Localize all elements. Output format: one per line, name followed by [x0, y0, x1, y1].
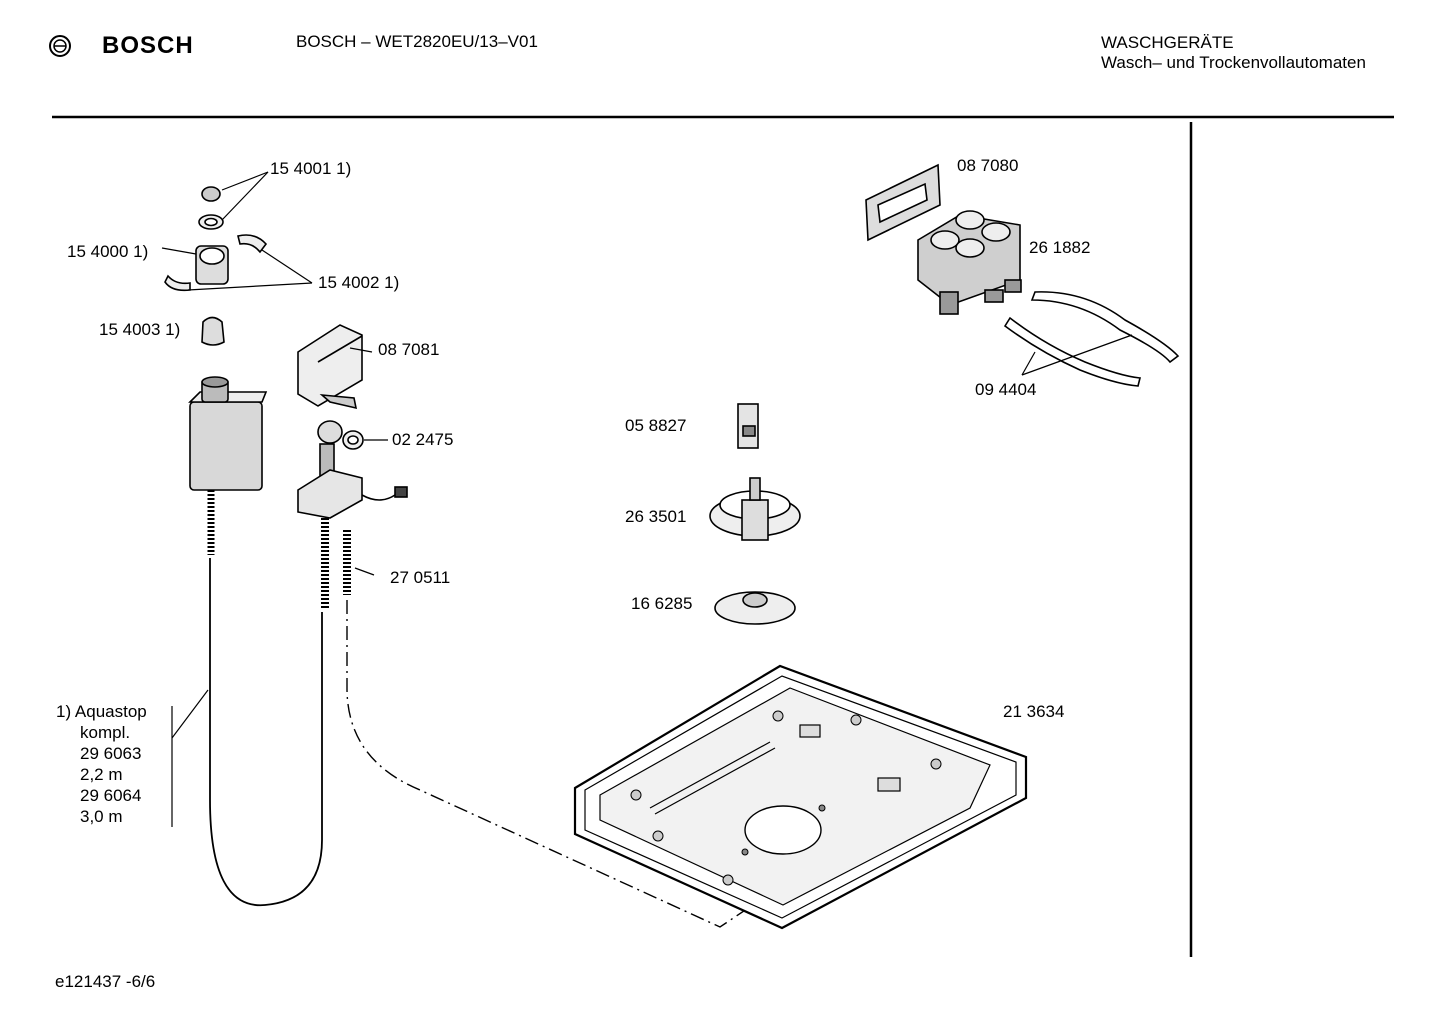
bosch-logo-icon: [49, 35, 71, 57]
callout-154001: 15 4001 1): [270, 159, 352, 178]
hoses: [1003, 291, 1180, 387]
aquastop-bracket: [171, 689, 209, 827]
callout-087081: 08 7081: [378, 340, 440, 359]
callout-022475: 02 2475: [392, 430, 454, 449]
model-title: BOSCH – WET2820EU/13–V01: [296, 32, 538, 51]
base-plate: [573, 664, 1028, 930]
callout-263501: 26 3501: [625, 507, 687, 526]
brand-name: BOSCH: [102, 32, 194, 59]
aquastop-note-line3: 29 6063: [80, 744, 142, 763]
aquastop-note-line6: 3,0 m: [80, 807, 123, 826]
callout-154000: 15 4000 1): [67, 242, 149, 261]
callout-094404: 09 4404: [975, 380, 1037, 399]
hose-connector-assembly: [297, 420, 408, 610]
callout-270511: 27 0511: [390, 568, 451, 587]
aquastop-valve: [188, 376, 268, 491]
leader-lines-middle-left: [349, 347, 388, 576]
inlet-valve: [865, 163, 1022, 315]
center-parts: [709, 403, 801, 625]
drawing-id: e121437 -6/6: [55, 972, 156, 991]
callout-154002: 15 4002 1): [318, 273, 400, 292]
valve-cover: [297, 324, 363, 410]
aquastop-small-parts: [164, 186, 268, 346]
callout-058827: 05 8827: [625, 416, 687, 435]
dash-dot-route: [346, 600, 791, 928]
aquastop-note-line4: 2,2 m: [80, 765, 123, 784]
callout-087080: 08 7080: [957, 156, 1019, 175]
aquastop-note-line1: 1) Aquastop: [56, 702, 147, 721]
leader-lines-top-left: [161, 171, 313, 291]
callout-261882: 26 1882: [1029, 238, 1091, 257]
leader-lines-right: [1021, 334, 1133, 376]
category-line-1: WASCHGERÄTE: [1101, 33, 1234, 52]
aquastop-note-line2: kompl.: [80, 723, 131, 742]
aquastop-note-line5: 29 6064: [80, 786, 142, 805]
callout-166285: 16 6285: [631, 594, 693, 613]
category-line-2: Wasch– und Trockenvollautomaten: [1101, 53, 1366, 72]
callout-154003: 15 4003 1): [99, 320, 181, 339]
callout-213634: 21 3634: [1003, 702, 1065, 721]
inlet-hose: [207, 490, 323, 906]
